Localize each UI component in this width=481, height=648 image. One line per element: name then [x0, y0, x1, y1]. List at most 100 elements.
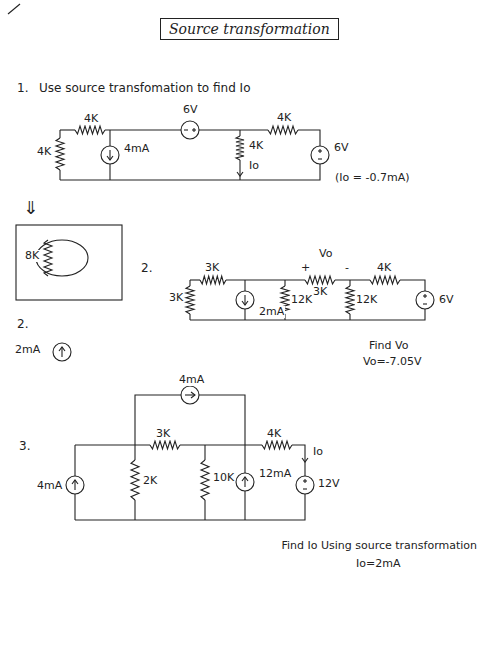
polarity-minus [318, 158, 322, 159]
voltage-source-symbol [296, 476, 314, 494]
resistor-symbol [131, 460, 139, 500]
voltage-source-symbol [181, 121, 199, 139]
wire [244, 445, 245, 473]
circuit-label: 6V [438, 294, 455, 306]
wire [190, 309, 425, 320]
circuit-label: ⇓ [22, 198, 39, 218]
circuit-label: 12K [290, 294, 313, 306]
wire [74, 494, 75, 520]
circuit-label: 6V [182, 104, 199, 116]
wire [284, 280, 285, 286]
current-arrow [244, 477, 245, 487]
polarity-plus [319, 149, 320, 153]
current-arrow [61, 347, 62, 357]
wire [75, 494, 305, 520]
arrow-head [242, 477, 248, 481]
resistor-symbol [44, 240, 52, 276]
resistor-symbol [186, 286, 194, 314]
wire [135, 395, 181, 445]
circuit-label: 2mA [258, 306, 285, 318]
resistor-symbol [150, 441, 180, 449]
wire [189, 314, 190, 320]
circuit-label: - [344, 262, 350, 274]
wire [204, 445, 205, 460]
circuit-label: 1. [16, 82, 29, 95]
wire [180, 444, 262, 445]
wire [60, 164, 320, 180]
wire [60, 129, 75, 130]
wire [105, 129, 181, 130]
wire [226, 279, 305, 280]
circuit-label: 4K [376, 262, 392, 274]
current-arrow [244, 295, 245, 305]
circuit-label: 10K [212, 472, 235, 484]
resistor-symbol [56, 138, 64, 170]
wire [349, 280, 350, 286]
wire [335, 279, 370, 280]
current-source-symbol [53, 343, 71, 361]
circuit-label: 12V [317, 478, 341, 490]
wire [109, 130, 110, 146]
wire [134, 445, 135, 460]
circuit-label: 3K [155, 428, 171, 440]
arrow-head [191, 392, 195, 398]
polarity-plus [424, 294, 425, 298]
wire [59, 170, 60, 180]
wire [189, 280, 190, 286]
circuit-label: 2. [140, 262, 153, 275]
polarity-plus [193, 128, 194, 132]
circuit-label: 4K [36, 146, 52, 158]
wire [199, 395, 245, 445]
voltage-source-symbol [311, 146, 329, 164]
wire [349, 314, 350, 320]
wire [239, 130, 240, 136]
circuit-label: 4K [276, 112, 292, 124]
circuit-label: + [300, 262, 311, 274]
wire [292, 445, 305, 476]
resistor-symbol [305, 276, 335, 284]
polarity-minus [423, 303, 427, 304]
wire [190, 279, 200, 280]
current-arrow [109, 150, 110, 160]
circuit-label: Vo [318, 248, 333, 260]
circuit-label: 3K [312, 286, 328, 298]
voltage-source-symbol [416, 291, 434, 309]
wire [109, 164, 110, 180]
wire [134, 500, 135, 520]
circuit-label: 4K [266, 428, 282, 440]
current-arrow [185, 394, 195, 395]
wire [74, 445, 75, 476]
polarity-plus [304, 479, 305, 483]
circuit-label: 2. [16, 318, 29, 331]
resistor-symbol [262, 441, 292, 449]
arrow-head [237, 172, 243, 176]
wire [239, 160, 240, 180]
scribble [36, 240, 88, 276]
arrow-head [242, 301, 248, 305]
circuit-label: 3. [18, 440, 31, 453]
circuit-label: Find Io Using source transformation [280, 540, 478, 552]
current-source-symbol [101, 146, 119, 164]
arrow-head [302, 458, 308, 462]
circuit-label: Vo=-7.05V [362, 356, 423, 368]
page-title: Source transformation [160, 18, 339, 40]
arrow-head [59, 347, 65, 351]
circuit-label: Use source transfomation to find Io [38, 82, 252, 95]
circuit-label: 3K [204, 262, 220, 274]
circuit-label: Io [312, 446, 324, 458]
circuit-label: 12K [355, 294, 378, 306]
polarity-minus [184, 129, 188, 130]
wire [244, 491, 245, 520]
circuit-label: Find Vo [368, 340, 409, 352]
resistor-symbol [75, 126, 105, 134]
current-source-symbol [236, 291, 254, 309]
resistor-symbol [201, 460, 209, 500]
circuit-label: Io=2mA [355, 558, 401, 570]
resistor-symbol [236, 136, 244, 160]
circuit-label: 4K [83, 113, 99, 125]
circuit-label: 2mA [14, 344, 41, 356]
circuit-label: 12mA [258, 468, 292, 480]
current-arrow [74, 480, 75, 490]
wire [244, 280, 245, 291]
